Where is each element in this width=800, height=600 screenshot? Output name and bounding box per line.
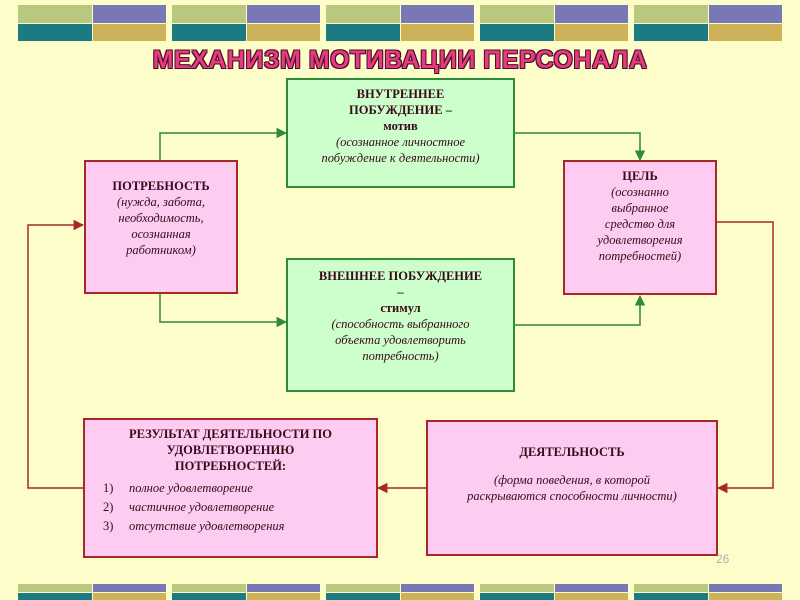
need-box: ПОТРЕБНОСТЬ (нужда, забота, необходимост… [84,160,238,294]
footer-decoration-3 [326,584,474,600]
internal-desc-1: (осознанное личностное [335,135,466,149]
footer-decoration-4 [480,584,628,600]
external-line-3: стимул [380,301,421,315]
footer-decoration-1 [18,584,166,600]
arrow-internal-to-goal [515,132,646,162]
result-box: РЕЗУЛЬТАТ ДЕЯТЕЛЬНОСТИ ПО УДОВЛЕТВОРЕНИЮ… [83,418,378,558]
internal-line-3: мотив [383,119,418,133]
goal-line-1: (осознанно [611,185,669,199]
internal-line-1: ВНУТРЕННЕЕ [356,87,445,101]
goal-line-3: средство для [604,217,676,231]
result-list: 1)полное удовлетворение 2)частичное удов… [89,480,372,534]
result-item: 1)полное удовлетворение [103,481,253,495]
arrow-external-to-goal [515,294,646,326]
result-line-1: РЕЗУЛЬТАТ ДЕЯТЕЛЬНОСТИ ПО [129,427,332,441]
need-line-3: осознанная [131,227,191,241]
external-desc-1: (способность выбранного [331,317,470,331]
external-stimulus-box: ВНЕШНЕЕ ПОБУЖДЕНИЕ – стимул (способность… [286,258,515,392]
header-decoration-1 [18,5,166,41]
result-line-2: УДОВЛЕТВОРЕНИЮ [166,443,295,457]
arrow-need-to-internal [159,127,288,160]
activity-desc-1: (форма поведения, в которой [494,473,650,487]
page-number: 26 [716,552,730,566]
goal-line-2: выбранное [611,201,669,215]
goal-box: ЦЕЛЬ (осознанно выбранное средство для у… [563,160,717,295]
footer-decoration-2 [172,584,320,600]
goal-line-5: потребностей) [598,249,682,263]
internal-motive-box: ВНУТРЕННЕЕ ПОБУЖДЕНИЕ – мотив (осознанно… [286,78,515,188]
result-item: 2)частичное удовлетворение [103,500,275,514]
external-line-1: ВНЕШНЕЕ ПОБУЖДЕНИЕ [318,269,483,283]
header-decoration-3 [326,5,474,41]
footer-decoration-5 [634,584,782,600]
external-desc-3: потребность) [362,349,439,363]
header-decoration-5 [634,5,782,41]
header-decoration-4 [480,5,628,41]
external-line-2: – [397,285,404,299]
goal-heading: ЦЕЛЬ [622,169,658,183]
goal-line-4: удовлетворения [597,233,683,247]
result-line-3: ПОТРЕБНОСТЕЙ: [174,459,287,473]
arrow-result-to-need [27,219,85,489]
need-line-4: работником) [126,243,196,257]
activity-box: ДЕЯТЕЛЬНОСТЬ (форма поведения, в которой… [426,420,718,556]
internal-line-2: ПОБУЖДЕНИЕ – [349,103,452,117]
activity-heading: ДЕЯТЕЛЬНОСТЬ [519,445,625,459]
need-heading: ПОТРЕБНОСТЬ [112,179,210,193]
external-desc-2: объекта удовлетворить [335,333,466,347]
arrow-goal-to-activity [716,221,774,494]
slide-title: МЕХАНИЗМ МОТИВАЦИИ ПЕРСОНАЛА [152,46,648,74]
internal-desc-2: побуждение к деятельности) [321,151,480,165]
need-line-1: (нужда, забота, [116,195,206,209]
arrow-need-to-external [159,293,288,328]
result-item: 3)отсутствие удовлетворения [103,519,285,533]
activity-desc-2: раскрываются способности личности) [467,489,677,503]
header-decoration-2 [172,5,320,41]
need-line-2: необходимость, [118,211,204,225]
